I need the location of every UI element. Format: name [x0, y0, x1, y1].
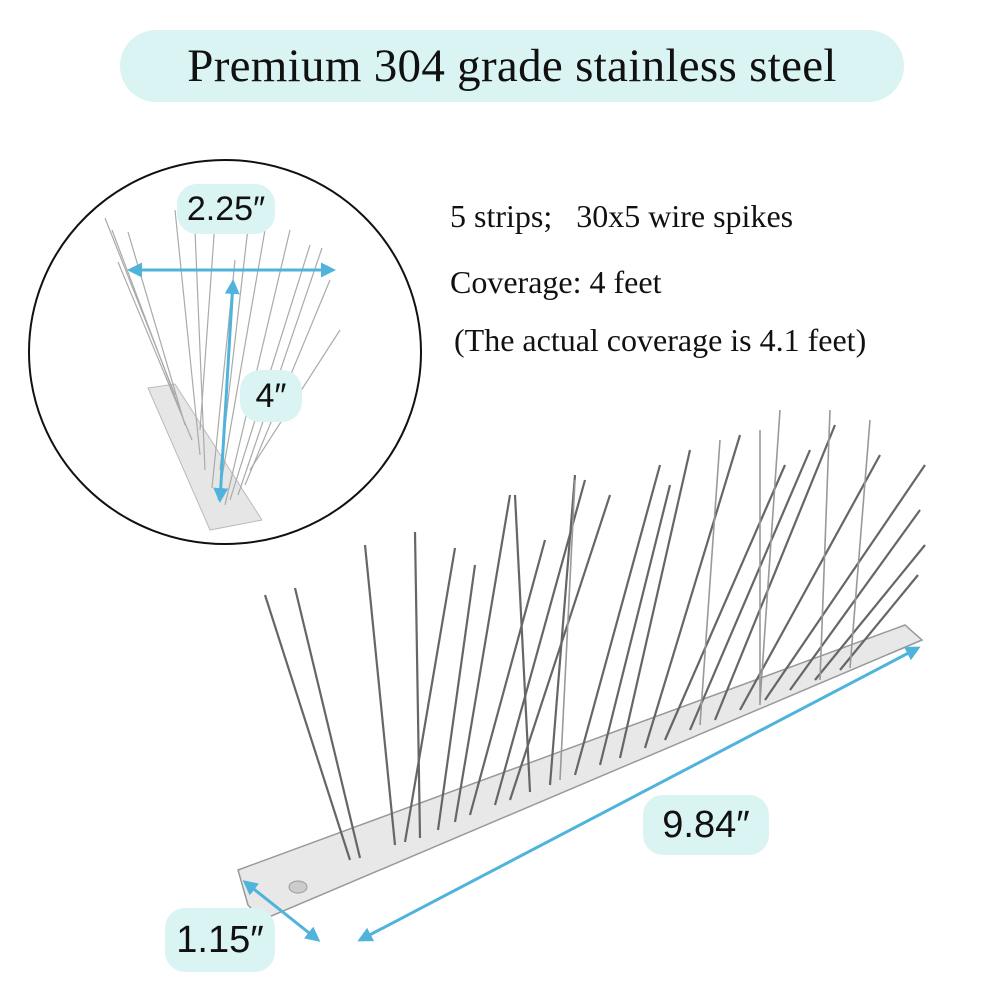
title-banner: Premium 304 grade stainless steel [120, 30, 904, 102]
width-arrow [242, 880, 321, 942]
inset-height-badge: 4″ [240, 370, 302, 422]
page-title: Premium 304 grade stainless steel [187, 40, 837, 92]
main-spikes [263, 424, 926, 861]
spec-coverage: Coverage: 4 feet [450, 264, 662, 300]
base-width-badge: 1.15″ [165, 908, 275, 972]
length-arrow [357, 646, 921, 942]
length-badge: 9.84″ [643, 795, 769, 855]
spec-strips-spikes: 5 strips; 30x5 wire spikes [450, 198, 794, 234]
inset-width-badge: 2.25″ [177, 184, 275, 234]
detail-inset-circle [28, 159, 422, 545]
spec-actual-coverage: (The actual coverage is 4.1 feet) [454, 322, 867, 358]
